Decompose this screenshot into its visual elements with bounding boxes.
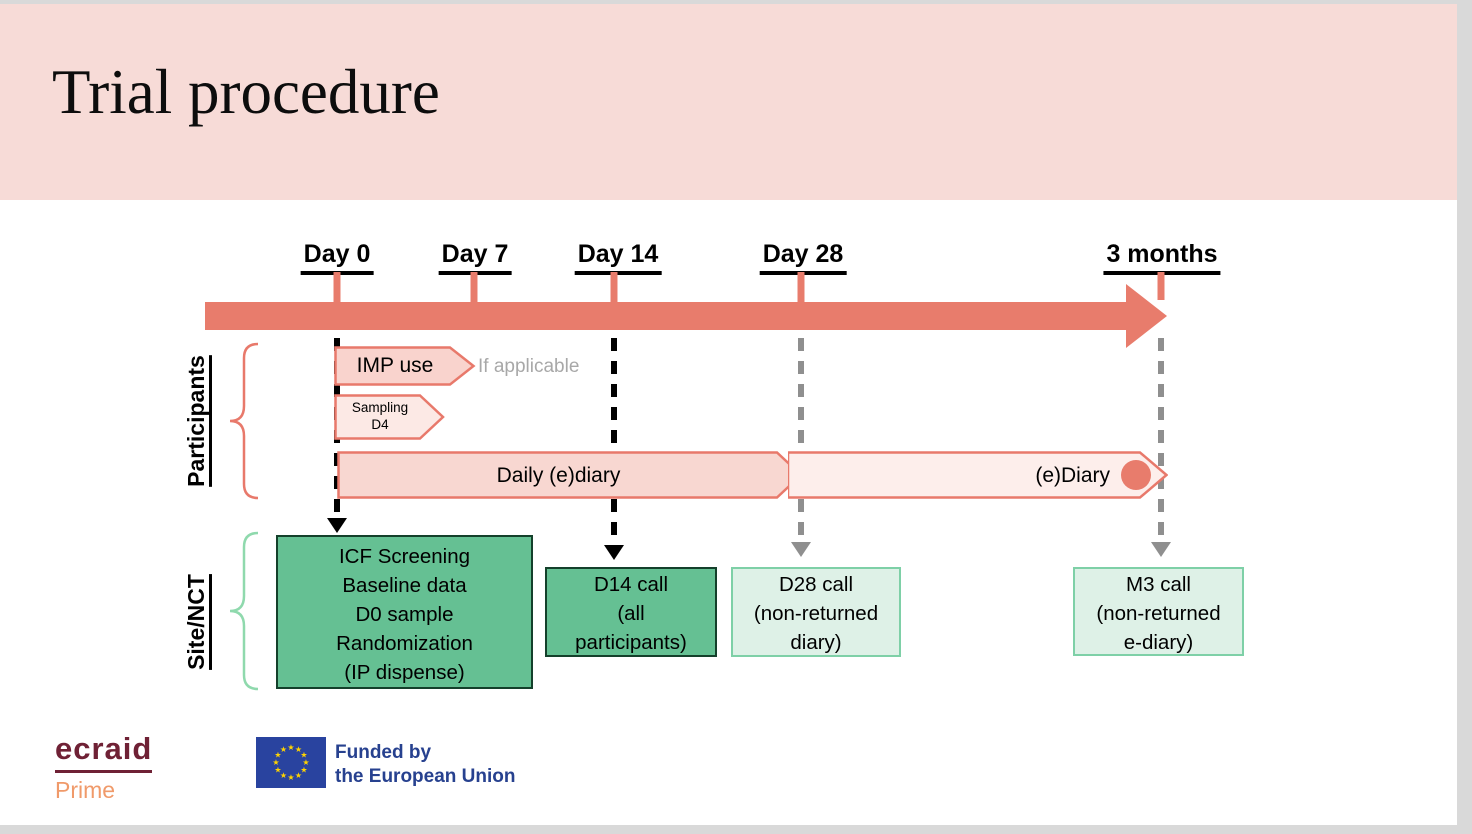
d28-call-box: D28 call (non-returned diary) xyxy=(731,567,901,657)
svg-text:★: ★ xyxy=(295,771,302,780)
ecraid-logo-subtitle: Prime xyxy=(55,777,116,803)
d14-call-box: D14 call (all participants) xyxy=(545,567,717,657)
svg-text:★: ★ xyxy=(274,766,281,775)
eu-flag-icon: ★★★★★★★★★★★★ xyxy=(256,737,326,788)
svg-text:★: ★ xyxy=(287,773,294,782)
timeline-label-day7: Day 7 xyxy=(438,240,512,275)
sampling-arrow-shape xyxy=(334,394,445,440)
participants-section-label: Participants xyxy=(183,355,209,487)
timeline-label-3months: 3 months xyxy=(1103,240,1221,275)
timeline-tick-day14 xyxy=(610,272,618,303)
svg-text:★: ★ xyxy=(274,751,281,760)
ecraid-logo-wordmark: ecraid xyxy=(55,731,153,773)
imp-use-label: IMP use xyxy=(356,354,434,377)
dashed-line-day28 xyxy=(798,338,804,540)
eu-flag-stars: ★★★★★★★★★★★★ xyxy=(272,743,309,782)
timeline-label-day14: Day 14 xyxy=(574,240,662,275)
timeline-arrow-head-icon xyxy=(1126,284,1167,348)
m3-call-box: M3 call (non-returned e-diary) xyxy=(1073,567,1244,656)
site-nct-section-label: Site/NCT xyxy=(183,574,209,670)
svg-text:★: ★ xyxy=(302,758,309,767)
header-band: Trial procedure xyxy=(0,4,1457,200)
dashed-line-3months xyxy=(1158,338,1164,540)
timeline-tick-day7 xyxy=(470,272,478,303)
down-arrow-day14-icon xyxy=(604,545,624,560)
ecraid-logo: ecraid Prime xyxy=(55,731,153,804)
down-arrow-day28-icon xyxy=(791,542,811,557)
svg-text:★: ★ xyxy=(280,771,287,780)
timeline-tick-day0 xyxy=(333,272,341,303)
page-title: Trial procedure xyxy=(52,57,440,127)
down-arrow-3months-icon xyxy=(1151,542,1171,557)
timeline-arrow-bar xyxy=(205,302,1127,330)
timeline-tick-day28 xyxy=(797,272,805,303)
sampling-label: Sampling D4 xyxy=(351,400,409,432)
svg-text:★: ★ xyxy=(287,743,294,752)
svg-text:★: ★ xyxy=(300,751,307,760)
svg-text:★: ★ xyxy=(295,745,302,754)
svg-text:★: ★ xyxy=(272,758,279,767)
daily-diary-label: Daily (e)diary xyxy=(496,464,621,487)
ediary-endpoint-dot-icon xyxy=(1121,460,1151,490)
ediary-label: (e)Diary xyxy=(1035,464,1110,487)
down-arrow-day0-icon xyxy=(327,518,347,533)
svg-text:★: ★ xyxy=(280,745,287,754)
icf-screening-box: ICF Screening Baseline data D0 sample Ra… xyxy=(276,535,533,689)
imp-use-arrow-shape xyxy=(334,346,476,386)
funded-by-text: Funded by the European Union xyxy=(335,742,516,787)
timeline-label-day28: Day 28 xyxy=(759,240,847,275)
site-nct-brace-icon xyxy=(229,531,259,691)
if-applicable-note: If applicable xyxy=(478,356,580,377)
slide: Trial procedure Day 0 Day 7 Day 14 Day 2… xyxy=(0,4,1457,825)
timeline-label-day0: Day 0 xyxy=(300,240,374,275)
ediary-arrow-shape xyxy=(788,451,1168,499)
dashed-line-day14 xyxy=(611,338,617,542)
svg-text:★: ★ xyxy=(300,766,307,775)
participants-brace-icon xyxy=(229,342,259,500)
